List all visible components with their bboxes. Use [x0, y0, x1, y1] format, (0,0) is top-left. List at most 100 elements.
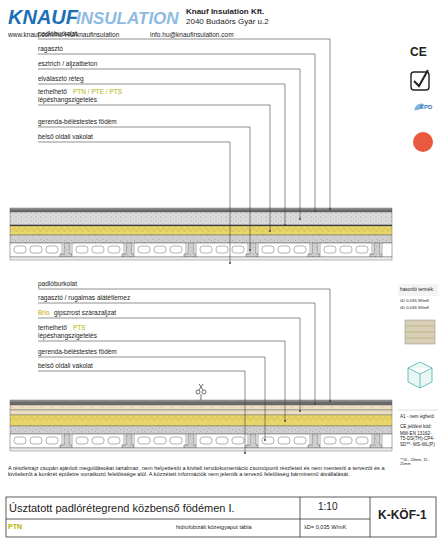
layer-name: terhelhető	[38, 324, 67, 331]
block-hole	[324, 246, 336, 253]
block-hole	[108, 246, 120, 253]
floor-covering	[10, 400, 392, 402]
block-hole	[154, 437, 166, 444]
cut-mark	[196, 384, 206, 400]
lambda-value: λD 0,035 W/mK	[400, 299, 429, 304]
block-hole	[30, 437, 42, 444]
screed	[10, 212, 392, 225]
hollow-block	[382, 434, 392, 448]
product-name: PTN	[8, 523, 22, 531]
gypsum-fibre-board	[10, 410, 392, 415]
concrete-topping	[10, 235, 392, 243]
layer-name: esztrich / aljzatbeton	[38, 60, 97, 67]
layer-name: ragasztó / rugalmas alátétlemez	[38, 294, 130, 301]
block-hole	[232, 437, 244, 444]
block-hole	[294, 246, 306, 253]
block-hole	[108, 437, 120, 444]
block-hole	[46, 437, 58, 444]
lambda-value: λD= 0,035 W/mK	[304, 524, 346, 530]
adhesive-underlay	[10, 402, 392, 405]
lambda-value: λD 0,036 W/mK	[400, 306, 429, 311]
layer-name: gerenda-béléstestes födém	[38, 348, 117, 355]
block-hole	[170, 437, 182, 444]
leader-lines	[38, 39, 330, 453]
layer-name: lépéshangszigetelés	[38, 332, 97, 339]
layer-name: ragasztó	[38, 45, 63, 52]
block-hole	[92, 246, 104, 253]
epd-mark: EPD	[420, 104, 432, 111]
adhesive	[10, 210, 392, 212]
drawing-code: K-KÖF-1	[378, 509, 427, 523]
impact-insulation	[10, 415, 392, 426]
ce-code-heading: CE jelölési kód:	[400, 424, 432, 429]
block-hole	[356, 246, 368, 253]
upper-section	[10, 208, 392, 260]
product-name: PTS	[73, 324, 86, 331]
concrete-topping	[10, 426, 392, 434]
hollow-block	[10, 243, 62, 257]
impact-insulation	[10, 226, 392, 235]
hollow-block	[196, 434, 248, 448]
layer-name: padlóburkolat	[38, 30, 77, 37]
footnote: **10 - 20mm, 15 - 25mm	[400, 458, 438, 467]
plaster	[10, 257, 392, 260]
product-name: PTN / PTE / PTS	[73, 88, 122, 95]
logo: INSULATION	[76, 9, 179, 29]
block-hole	[154, 246, 166, 253]
logo: KNAUF	[8, 6, 78, 29]
company-name: Knauf Insulation Kft.	[186, 7, 264, 16]
block-hole	[324, 437, 336, 444]
hollow-block	[258, 434, 310, 448]
layer-name: lépéshangszigetelés	[38, 96, 97, 103]
block-hole	[76, 437, 88, 444]
block-hole	[46, 246, 58, 253]
block-hole	[278, 246, 290, 253]
hollow-block	[196, 243, 248, 257]
block-hole	[200, 437, 212, 444]
layer-name: belső oldali vakolat	[38, 362, 93, 369]
block-hole	[92, 437, 104, 444]
gypsum-fibre-board	[10, 405, 392, 410]
layer-name: terhelhető	[38, 88, 67, 95]
block-hole	[294, 437, 306, 444]
product-description: hidrofobizált kőzetgyapot tábla	[176, 524, 252, 530]
lower-section	[10, 400, 392, 451]
layer-name: belső oldali vakolat	[38, 133, 93, 140]
panel-heading: hasonló termék:	[400, 287, 434, 293]
block-hole	[138, 437, 150, 444]
block-hole	[138, 246, 150, 253]
block-hole	[340, 437, 352, 444]
block-hole	[30, 246, 42, 253]
ce-code: MW-EN 13162-T5-DS(TH)-CP4- SD**- WS-WL(P…	[400, 431, 438, 447]
icons	[398, 70, 438, 410]
hollow-block	[72, 434, 124, 448]
block-hole	[262, 246, 274, 253]
layer-name: padlóburkolat	[38, 280, 77, 287]
block-hole	[76, 246, 88, 253]
ce-mark: CE	[410, 46, 427, 60]
hollow-block	[320, 434, 372, 448]
hollow-block	[10, 434, 62, 448]
scale: 1:10	[318, 501, 337, 513]
plaster	[10, 448, 392, 451]
block-hole	[216, 246, 228, 253]
block-hole	[14, 437, 26, 444]
title-block	[6, 497, 436, 537]
hollow-block	[72, 243, 124, 257]
block-hole	[170, 246, 182, 253]
block-hole	[356, 437, 368, 444]
company-address: 2040 Budaörs Gyár u.2	[186, 17, 269, 26]
hollow-block	[258, 243, 310, 257]
layer-name: gerenda-béléstestes födém	[38, 118, 117, 125]
hollow-block	[382, 243, 392, 257]
block-hole	[278, 437, 290, 444]
block-hole	[200, 246, 212, 253]
fire-class: A1 - nem éghető	[400, 414, 434, 419]
layer-name: elválasztó réteg	[38, 75, 84, 82]
block-hole	[262, 437, 274, 444]
drawing-title: Úsztatott padlórétegrend közbenső födéme…	[9, 502, 235, 515]
block-hole	[232, 246, 244, 253]
hollow-block	[134, 434, 186, 448]
email-address: info.hu@knaufinsulation.com	[150, 31, 234, 38]
product-name: Brio	[38, 309, 50, 316]
